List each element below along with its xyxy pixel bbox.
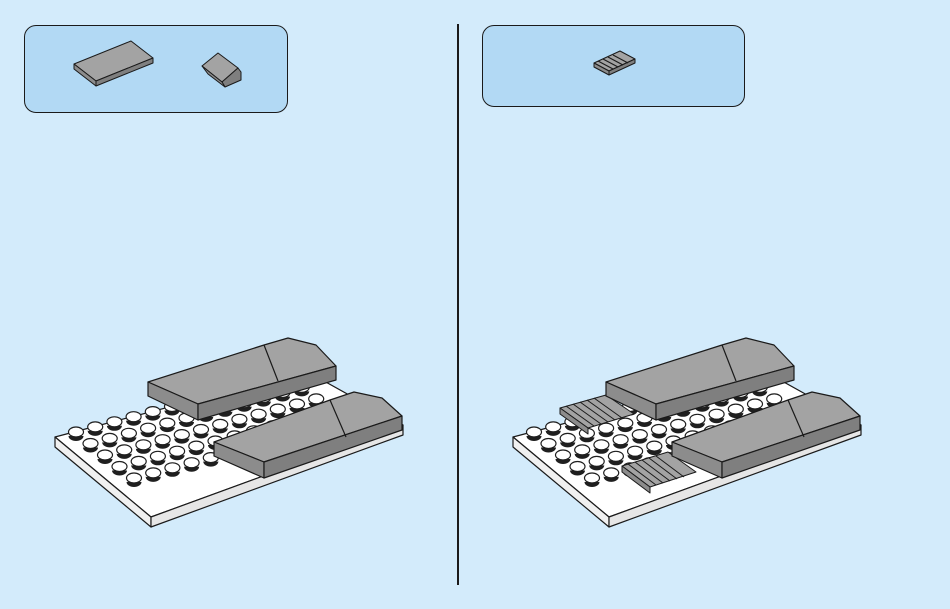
stud (690, 414, 705, 428)
stud (589, 456, 604, 470)
stud (575, 445, 590, 459)
stud (541, 439, 556, 453)
base-plate-with-ramps-and-grilles-icon (513, 338, 861, 527)
stud (709, 409, 724, 423)
stud (599, 423, 614, 437)
stud (728, 404, 743, 418)
stud (585, 473, 600, 487)
stud (556, 450, 571, 464)
stud (632, 430, 647, 444)
stud (608, 451, 623, 465)
stud (594, 440, 609, 454)
stud (560, 433, 575, 447)
stud (546, 422, 561, 436)
stud (613, 435, 628, 449)
stud (647, 441, 662, 455)
stud (652, 425, 667, 439)
stud (628, 446, 643, 460)
stud (618, 418, 633, 432)
stud (527, 427, 542, 441)
stud (570, 462, 585, 476)
stud (671, 419, 686, 433)
stud (604, 468, 619, 482)
